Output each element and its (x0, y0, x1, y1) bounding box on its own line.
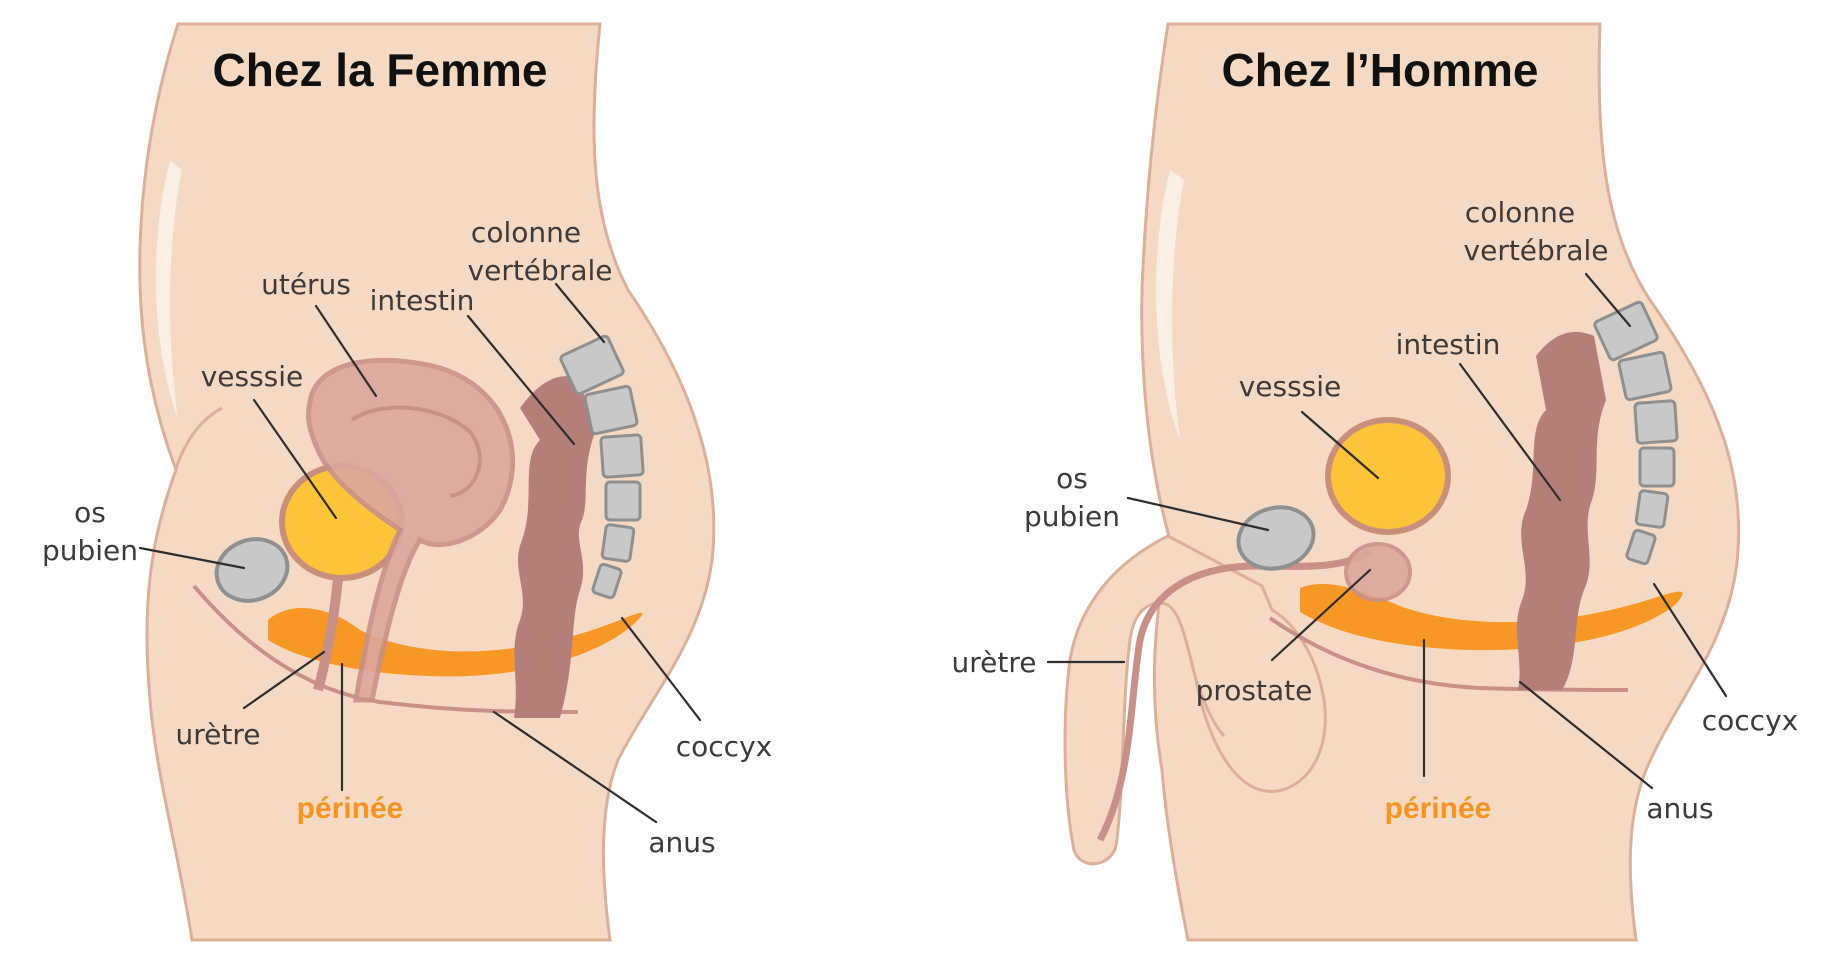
male-label-anus: anus (1646, 792, 1713, 825)
male-body-highlight (1156, 170, 1184, 440)
male-label-intestin: intestin (1396, 328, 1501, 361)
female-label-colonne-2: vertébrale (468, 254, 613, 287)
male-label-coccyx: coccyx (1702, 704, 1798, 737)
female-label-perinee: périnée (297, 792, 404, 825)
leader-female-coccyx (620, 616, 702, 722)
female-label-os-2: pubien (42, 534, 138, 567)
male-label-os-1: os (1056, 462, 1088, 495)
leader-female-intestin (466, 314, 576, 446)
vertebra (583, 384, 639, 436)
female-body-highlight (155, 160, 182, 420)
female-label-uretre: urètre (176, 718, 261, 751)
leader-female-os (138, 546, 246, 570)
male-label-os-2: pubien (1024, 500, 1120, 533)
male-title: Chez l’Homme (1222, 44, 1539, 96)
leader-male-prostate (1270, 568, 1372, 662)
female-panel: Chez la Femme colonne vertébrale utérus … (42, 22, 772, 942)
female-uterus-inner (350, 405, 482, 498)
female-label-uterus: utérus (261, 268, 351, 301)
female-label-vessie: vesssie (201, 360, 304, 393)
female-pubic-bone (214, 537, 290, 603)
vertebra (559, 334, 625, 396)
leader-female-uterus (314, 304, 378, 398)
vertebra (1633, 399, 1679, 445)
female-label-intestin: intestin (370, 284, 475, 317)
vertebra (1625, 528, 1657, 566)
vertebra (1617, 350, 1673, 402)
male-urethra (1096, 548, 1372, 842)
male-intestine (1516, 331, 1606, 690)
vertebra (1638, 446, 1676, 488)
male-genitals (1063, 534, 1327, 866)
leader-female-vessie (252, 398, 338, 520)
male-label-prostate: prostate (1196, 674, 1313, 707)
leader-male-intestin (1458, 362, 1562, 502)
female-label-anus: anus (648, 826, 715, 859)
female-thigh-crease (174, 406, 223, 469)
leader-male-coccyx (1652, 582, 1728, 698)
vertebra (604, 480, 642, 522)
leader-male-colonne (1584, 272, 1632, 328)
female-title: Chez la Femme (213, 44, 548, 96)
vertebra (1634, 489, 1670, 529)
male-label-colonne-1: colonne (1465, 196, 1575, 229)
male-pubic-bone (1236, 505, 1316, 571)
male-panel: Chez l’Homme colonne vertébrale intestin… (952, 22, 1798, 942)
leader-male-anus (1518, 680, 1654, 790)
male-prostate (1344, 542, 1412, 602)
leader-female-anus (492, 710, 658, 824)
leader-male-os (1126, 496, 1270, 532)
male-label-perinee: périnée (1385, 792, 1492, 825)
female-spine (559, 334, 645, 600)
female-label-coccyx: coccyx (676, 730, 772, 763)
vertebra (591, 562, 623, 600)
male-bladder (1325, 417, 1451, 535)
male-label-uretre: urètre (952, 646, 1037, 679)
female-label-colonne-1: colonne (471, 216, 581, 249)
male-pelvic-line (1268, 616, 1629, 692)
female-intestine (514, 376, 596, 718)
female-label-os-1: os (74, 496, 106, 529)
male-spine (1593, 300, 1679, 566)
female-uterus (305, 357, 515, 703)
male-penis-crease (1194, 679, 1226, 737)
leader-female-uretre (242, 650, 326, 710)
vertebra (600, 523, 636, 563)
vertebra (599, 433, 645, 479)
leader-male-vessie (1300, 410, 1380, 480)
male-perineum (1300, 584, 1683, 651)
leader-female-colonne (554, 282, 606, 344)
male-label-vessie: vesssie (1239, 370, 1342, 403)
female-urethra (313, 577, 343, 692)
male-label-colonne-2: vertébrale (1464, 234, 1609, 267)
